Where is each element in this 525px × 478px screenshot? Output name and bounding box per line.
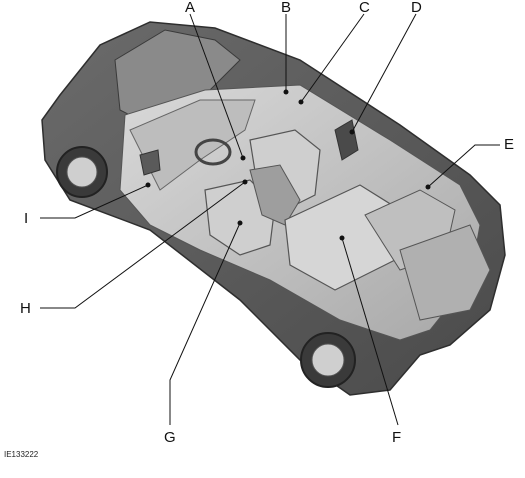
leader-line-d (351, 13, 417, 133)
leader-line-e (427, 144, 500, 188)
leader-line-h (40, 181, 246, 309)
callout-b: B (281, 0, 292, 16)
callout-i: I (24, 210, 29, 227)
callout-e: E (504, 136, 515, 153)
callout-g: G (164, 429, 176, 446)
callout-a: A (185, 0, 196, 16)
leader-dots (145, 89, 431, 241)
leader-line-i (40, 184, 149, 219)
center-console (249, 164, 301, 226)
steering-wheel (194, 138, 232, 166)
leader-lines (40, 13, 500, 426)
leader-line-f (341, 237, 399, 426)
callout-f: F (392, 429, 402, 446)
callout-d: D (411, 0, 422, 16)
dashboard (129, 99, 256, 191)
leader-line-c (300, 13, 365, 103)
side-mirror (139, 149, 161, 176)
leader-line-a (189, 13, 244, 159)
callout-c: C (359, 0, 370, 16)
image-reference-code: IE133222 (4, 450, 39, 459)
luggage-area (399, 224, 491, 321)
callout-h: H (20, 300, 31, 317)
windscreen (114, 29, 241, 131)
leader-line-g (169, 222, 241, 425)
